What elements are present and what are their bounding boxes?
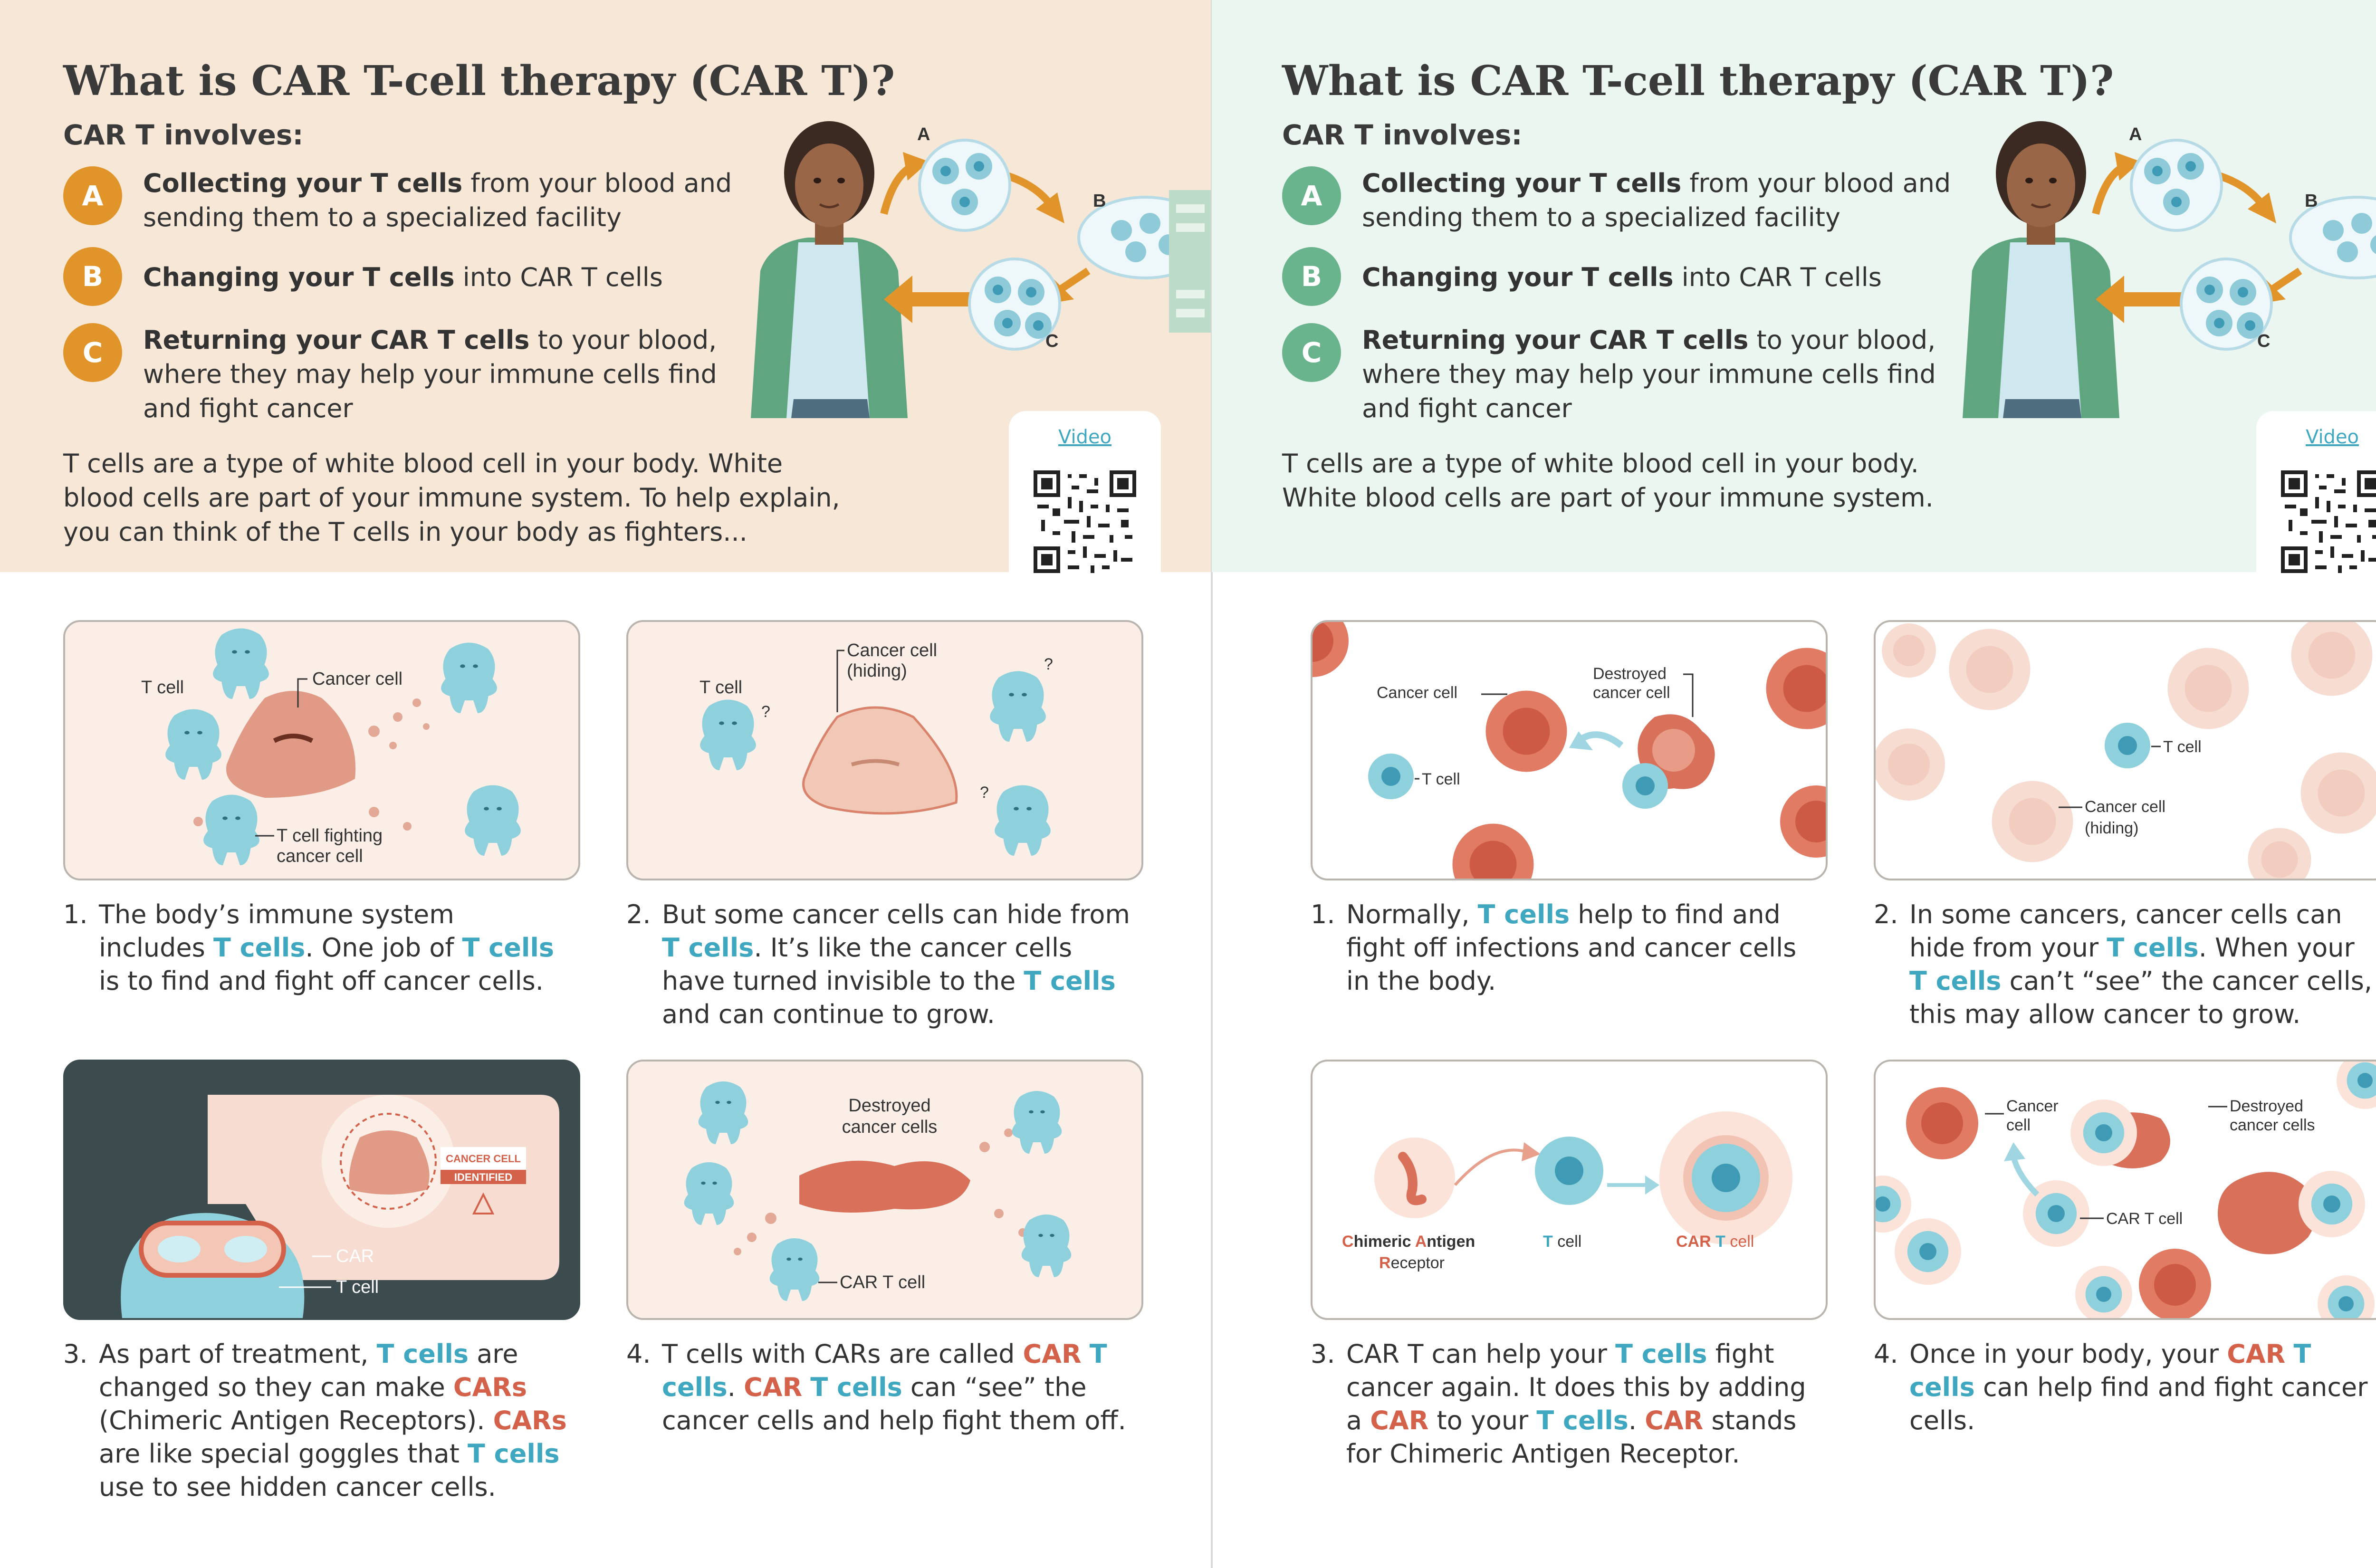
step-c-text: Returning your CAR T cells to your blood… [143, 325, 717, 423]
hero-label-b: B [1093, 191, 1106, 211]
panel-3-label-car: CAR [336, 1246, 374, 1266]
panel-2-label-cancer-1: Cancer cell [2085, 798, 2165, 816]
panel-4-label-cart: CAR T cell [2106, 1210, 2183, 1228]
hero-label-a: A [2129, 124, 2142, 144]
panel-3-label-cart: CAR T cell [1676, 1233, 1754, 1251]
panel-2-label-tcell: T cell [2163, 738, 2202, 756]
video-link[interactable]: Video [2305, 426, 2359, 448]
involves-heading: CAR T involves: [63, 119, 304, 151]
hero-illustration: A B C [1953, 114, 2376, 428]
panel-4-label-cart: CAR T cell [840, 1272, 925, 1292]
hero-label-b: B [2305, 191, 2318, 211]
step-c-badge: C [63, 323, 122, 382]
intro-text: T cells are a type of white blood cell i… [1282, 449, 1934, 513]
step-a-badge: A [63, 166, 122, 225]
panel-2-caption: 2. In some cancers, cancer cells can hid… [1874, 899, 2373, 1029]
panel-2-question-3: ? [980, 784, 989, 802]
panel-1-illustration: T cell Cancer cell T cell fighting cance… [63, 620, 580, 880]
panel-2-question-2: ? [1044, 655, 1053, 673]
qr-card: Video [1009, 411, 1161, 573]
panel-1-label-destroyed-2: cancer cell [1593, 684, 1670, 702]
panel-3-caption: 3. CAR T can help your T cells fight can… [1311, 1339, 1806, 1469]
step-c-badge: C [1282, 323, 1341, 382]
panel-1-illustration: T cell Cancer cell Destroyed cancer cell [1311, 620, 1828, 880]
header-panel: What is CAR T-cell therapy (CAR T)? CAR … [1212, 0, 2376, 573]
panel-2-label-cancer-1: Cancer cell [847, 641, 937, 660]
hero-label-c: C [2257, 331, 2270, 351]
qr-code-icon[interactable] [2281, 470, 2376, 573]
hero-illustration: A B C [741, 114, 1212, 428]
qr-code-icon[interactable] [1034, 470, 1136, 573]
panel-3-caption: 3. As part of treatment, T cells are cha… [63, 1339, 567, 1502]
panel-1-label-cancer: Cancer cell [1377, 684, 1457, 702]
step-b-text: Changing your T cells into CAR T cells [1362, 262, 1882, 292]
panel-2-illustration: ? ? ? T cell Cancer cell (hiding) [626, 620, 1143, 880]
panel-2-illustration: T cell Cancer cell (hiding) [1874, 620, 2376, 880]
panel-4-label-destroyed-1: Destroyed [2230, 1097, 2303, 1115]
hero-label-c: C [1045, 331, 1058, 351]
step-a-badge: A [1282, 166, 1341, 225]
panel-3-illustration: CANCER CELL IDENTIFIED CAR T cell [63, 1060, 580, 1320]
panel-3-illustration: Chimeric Antigen Receptor T cell CAR T c… [1311, 1060, 1828, 1320]
panel-4-label-destroyed-2: cancer cells [842, 1117, 938, 1137]
qr-card: Video [2256, 411, 2376, 573]
step-a-text: Collecting your T cells from your blood … [1362, 168, 1951, 232]
header-panel: What is CAR T-cell therapy (CAR T)? CAR … [0, 0, 1212, 573]
panel-4-caption: 4. T cells with CARs are called CAR T ce… [626, 1339, 1126, 1435]
page-title: What is CAR T-cell therapy (CAR T)? [63, 57, 895, 105]
panel-1-label-destroyed-1: Destroyed [1593, 665, 1667, 683]
panel-2-label-cancer-2: (hiding) [2085, 819, 2138, 837]
panel-4-illustration: Destroyed cancer cells CAR T cell [626, 1060, 1143, 1320]
panel-3-identified-2: IDENTIFIED [454, 1171, 512, 1183]
involves-heading: CAR T involves: [1282, 119, 1523, 151]
panel-4-label-destroyed-2: cancer cells [2230, 1116, 2315, 1134]
intro-text: T cells are a type of white blood cell i… [63, 449, 840, 547]
panel-3-label-receptor: Receptor [1379, 1254, 1445, 1272]
warning-icon [472, 1192, 495, 1214]
step-c-text: Returning your CAR T cells to your blood… [1362, 325, 1936, 423]
page-divider [1211, 0, 1213, 1568]
panel-4-illustration: Cancer cell CAR T cell Destroyed cancer … [1874, 1060, 2376, 1320]
panel-3-label-tcell: T cell [336, 1277, 379, 1297]
panel-4-label-cancer-2: cell [2006, 1116, 2031, 1134]
page-right: What is CAR T-cell therapy (CAR T)? CAR … [1212, 0, 2376, 1568]
panel-3-label-car: Chimeric Antigen [1342, 1233, 1475, 1251]
panel-1-label-cancer: Cancer cell [312, 669, 402, 689]
panel-2-label-cancer-2: (hiding) [847, 661, 907, 681]
panel-1-label-tcell: T cell [1422, 770, 1460, 788]
panel-4-caption: 4. Once in your body, your CAR T cells c… [1874, 1339, 2368, 1435]
step-a-text: Collecting your T cells from your blood … [143, 168, 732, 232]
panel-1-label-tcell: T cell [141, 678, 184, 698]
panel-1-label-fighting-1: T cell fighting [277, 826, 383, 846]
page-title: What is CAR T-cell therapy (CAR T)? [1282, 57, 2114, 105]
panel-4-label-cancer-1: Cancer [2006, 1097, 2059, 1115]
panel-1-caption: 1. Normally, T cells help to find and fi… [1311, 899, 1797, 996]
panel-4-label-destroyed-1: Destroyed [848, 1096, 930, 1116]
step-b-badge: B [1282, 247, 1341, 306]
video-link[interactable]: Video [1058, 426, 1112, 448]
step-b-badge: B [63, 247, 122, 306]
step-b-text: Changing your T cells into CAR T cells [143, 262, 663, 292]
hero-label-a: A [917, 124, 930, 144]
panel-2-caption: 2. But some cancer cells can hide from T… [626, 899, 1130, 1029]
panel-3-label-tcell: T cell [1543, 1233, 1581, 1251]
panel-2-label-tcell: T cell [699, 678, 742, 698]
panel-1-caption: 1. The body’s immune system includes T c… [63, 899, 554, 996]
panel-1-label-fighting-2: cancer cell [277, 846, 363, 866]
page-left: What is CAR T-cell therapy (CAR T)? CAR … [0, 0, 1212, 1502]
panel-2-question-1: ? [761, 703, 770, 721]
panel-3-identified-1: CANCER CELL [446, 1153, 521, 1165]
